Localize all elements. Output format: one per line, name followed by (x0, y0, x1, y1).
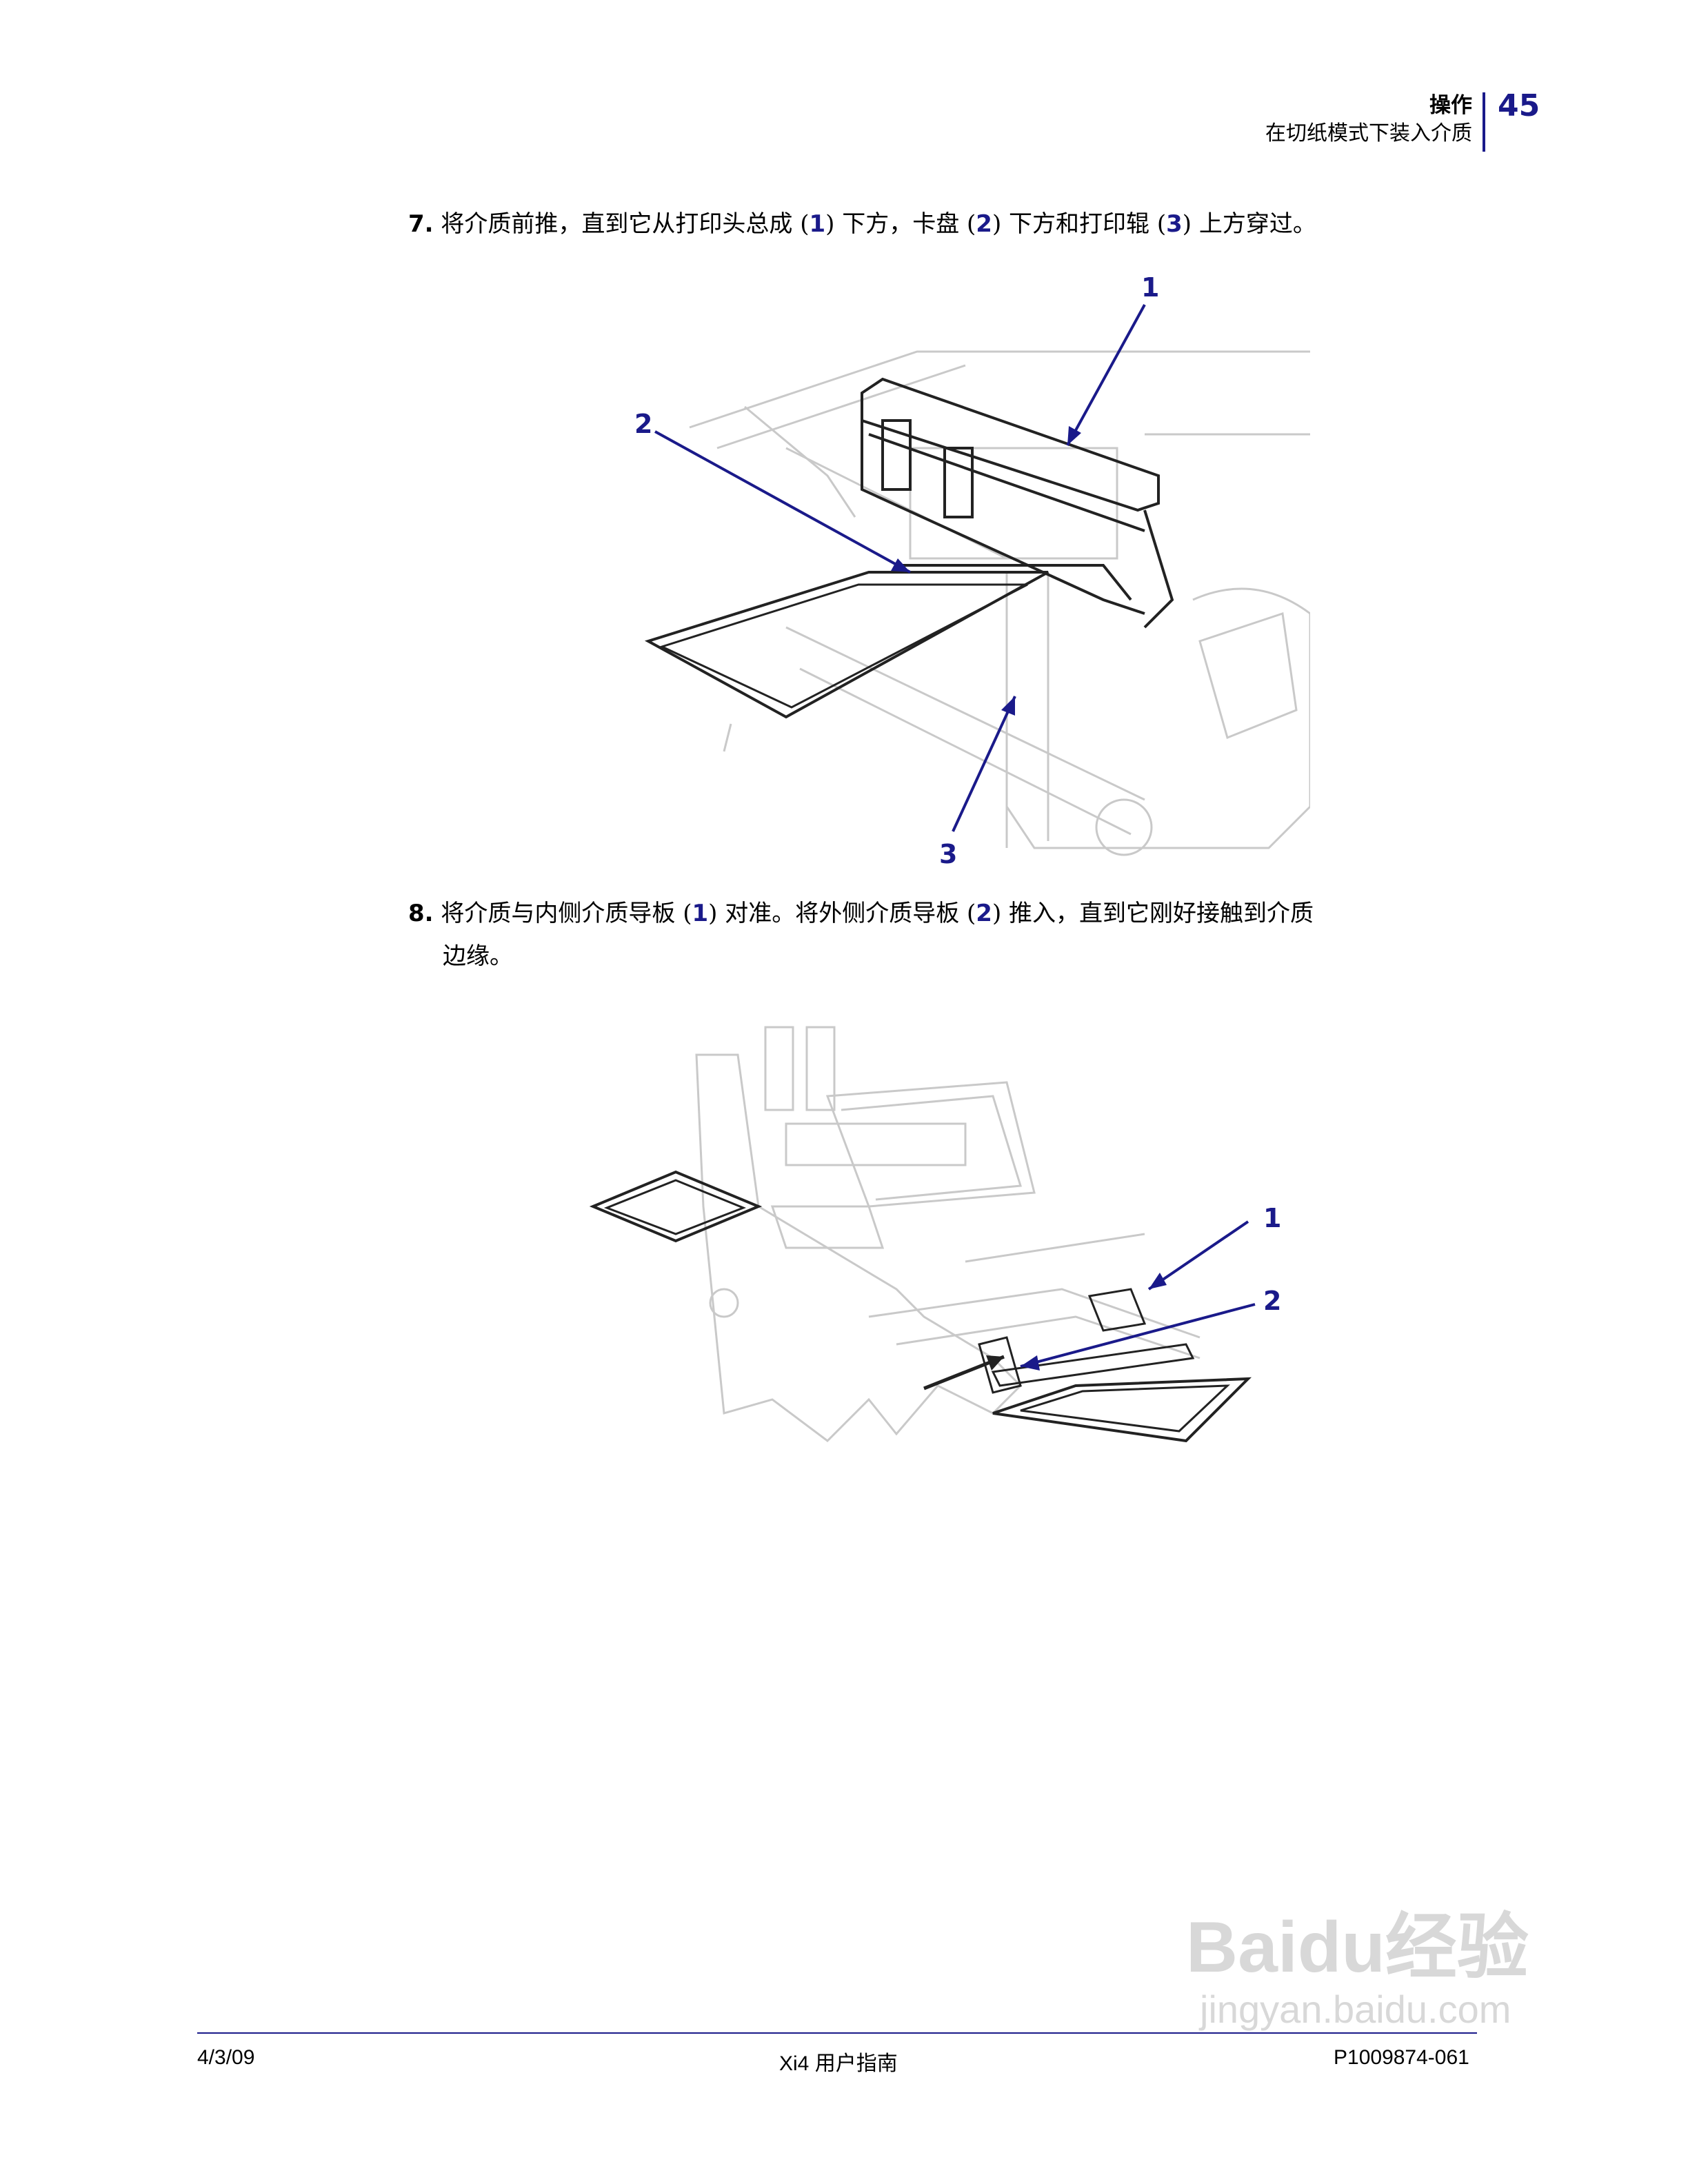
figure-callout-1: 1 (1263, 1203, 1281, 1233)
page-number: 45 (1498, 88, 1540, 123)
step-8: 8. 将介质与内侧介质导板 (1) 对准。将外侧介质导板 (2) 推入，直到它刚… (408, 893, 1314, 933)
step-8-continuation: 边缘。 (443, 942, 513, 970)
running-header: 操作 在切纸模式下装入介质 (1265, 92, 1472, 148)
subsection-title: 在切纸模式下装入介质 (1265, 121, 1472, 145)
callout-ref: 1 (692, 900, 709, 927)
footer-title: Xi4 用户指南 (779, 2052, 898, 2075)
figure-callout-1: 1 (1141, 272, 1159, 303)
watermark: Baidu经验 jingyan.baidu.com (1186, 1910, 1529, 2034)
step-text: ) 上方穿过。 (1182, 210, 1316, 238)
step-text: 将介质前推，直到它从打印头总成 ( (433, 210, 810, 238)
figure-media-guides: 1 2 (589, 1026, 1281, 1443)
figure-printhead-assembly: 1 2 3 (634, 272, 1310, 869)
step-text: ) 下方，卡盘 ( (825, 210, 976, 238)
callout-ref: 1 (809, 210, 826, 238)
figure-callout-3: 3 (939, 839, 957, 869)
step-7: 7. 将介质前推，直到它从打印头总成 (1) 下方，卡盘 (2) 下方和打印辊 … (408, 204, 1316, 244)
callout-ref: 3 (1166, 210, 1183, 238)
step-text: ) 下方和打印辊 ( (992, 210, 1167, 238)
header-divider (1483, 92, 1485, 152)
footer-rule (197, 2032, 1477, 2034)
step-number: 8. (408, 900, 434, 927)
callout-ref: 2 (976, 900, 992, 927)
step-text: ) 推入，直到它刚好接触到介质 (992, 900, 1314, 927)
figure-callout-2: 2 (1263, 1286, 1281, 1316)
figure-callout-2: 2 (634, 409, 652, 439)
watermark-brand: Baidu经验 (1186, 1908, 1529, 1988)
step-text: 将介质与内侧介质导板 ( (433, 900, 692, 927)
callout-ref: 2 (976, 210, 992, 238)
step-text: ) 对准。将外侧介质导板 ( (708, 900, 976, 927)
watermark-url: jingyan.baidu.com (1200, 1988, 1511, 2031)
section-title: 操作 (1429, 93, 1472, 118)
footer-date: 4/3/09 (197, 2046, 255, 2069)
step-number: 7. (408, 210, 434, 238)
footer-part-number: P1009874-061 (1334, 2046, 1469, 2069)
